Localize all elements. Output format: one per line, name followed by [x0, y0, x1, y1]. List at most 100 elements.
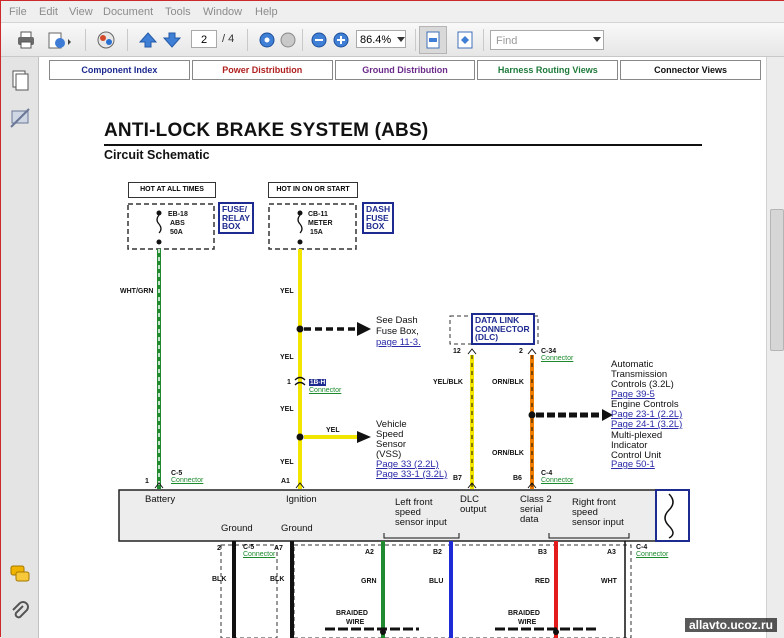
tab-power-distribution[interactable]: Power Distribution [191, 60, 333, 80]
connector-c34-link[interactable]: Connector [541, 355, 574, 362]
fuse1-bottom [156, 239, 162, 245]
wire-label-blk-1: BLK [212, 576, 227, 583]
braided-splice-left [380, 629, 386, 635]
comments-icon[interactable] [9, 563, 31, 585]
module-rf-line-2: speed [572, 507, 598, 518]
mic-page-link[interactable]: Page 50-1 [611, 459, 655, 470]
wire-label-blu: BLU [429, 578, 444, 585]
pin-b6: B6 [513, 475, 522, 482]
select-tool-icon[interactable] [256, 29, 278, 51]
fuse-relay-box-label: FUSE/ RELAY BOX [218, 202, 254, 234]
pin-a3: A3 [607, 549, 616, 556]
atc-line-3: Controls (3.2L) [611, 379, 674, 390]
tab-harness-routing-views[interactable]: Harness Routing Views [477, 60, 619, 80]
document-page: Component Index Power Distribution Groun… [39, 57, 766, 638]
pin-b3: B3 [538, 549, 547, 556]
menu-window[interactable]: Window [203, 6, 243, 18]
hand-tool-icon[interactable] [277, 29, 299, 51]
braided-label-left-2: WIRE [346, 619, 365, 626]
connector-1bh-link[interactable]: Connector [309, 387, 342, 394]
see-dash-page-link[interactable]: page 11-3. [376, 337, 421, 348]
splice-2 [296, 433, 304, 441]
zoom-out-icon[interactable] [308, 29, 330, 51]
tab-component-index[interactable]: Component Index [49, 60, 190, 80]
pages-icon[interactable] [9, 69, 31, 91]
wire-label-blk-2: BLK [270, 576, 285, 583]
data-link-connector-label: DATA LINK CONNECTOR (DLC) [471, 313, 535, 345]
pin-a2: A2 [365, 549, 374, 556]
pin-a1: A1 [281, 478, 290, 485]
page-number-input[interactable]: 2 [191, 30, 217, 48]
see-dash-text-2: Fuse Box, [376, 326, 419, 337]
wire-label-yel-vss: YEL [326, 427, 340, 434]
mic-line-2: Indicator [611, 440, 648, 451]
page-title: ANTI-LOCK BRAKE SYSTEM (ABS) [104, 120, 429, 141]
find-dropdown-chevron-down-icon[interactable] [591, 29, 603, 51]
fuse2-top [297, 210, 303, 216]
connector-c34-id: C-34 [541, 348, 557, 355]
pin-b2: B2 [433, 549, 442, 556]
module-lf-line-1: Left front [395, 497, 433, 508]
atc-line-2: Transmission [611, 369, 668, 380]
fuse2-name: METER [308, 220, 333, 227]
connector-c5-link-lower[interactable]: Connector [243, 551, 276, 558]
paperclip-icon[interactable] [9, 601, 31, 623]
connector-c4-link-lower[interactable]: Connector [636, 551, 669, 558]
menu-edit[interactable]: Edit [39, 6, 58, 18]
fuse-box-2 [268, 203, 357, 250]
fuse1-element [156, 214, 162, 234]
connector-c5-id-lower: C-5 [243, 544, 255, 551]
braided-splice-right [553, 629, 559, 635]
dash-fuse-box-label: DASH FUSE BOX [362, 202, 394, 234]
pin-2-upper: 2 [519, 348, 523, 355]
menu-view[interactable]: View [69, 6, 93, 18]
connector-c4-id-lower: C-4 [636, 544, 648, 551]
zoom-level-field[interactable]: 86.4% [356, 30, 406, 48]
share-icon[interactable] [45, 29, 75, 51]
menu-file[interactable]: File [9, 6, 27, 18]
tab-ground-distribution[interactable]: Ground Distribution [334, 60, 476, 80]
prev-page-icon[interactable] [137, 29, 159, 51]
pin-1-1bh: 1 [287, 379, 291, 386]
wire-label-yel-1: YEL [280, 288, 294, 295]
attachments-disabled-icon[interactable] [9, 107, 31, 129]
zoom-in-icon[interactable] [330, 29, 352, 51]
ec-page-23-1-link[interactable]: Page 23-1 (2.2L) [611, 409, 683, 420]
module-ground-label-1: Ground [221, 523, 253, 534]
menu-document[interactable]: Document [103, 6, 154, 18]
find-input[interactable]: Find [490, 30, 604, 50]
splice-3 [528, 411, 536, 419]
connector-c4-link-upper[interactable]: Connector [541, 477, 574, 484]
wire-label-ornblk-1: ORN/BLK [492, 379, 524, 386]
vss-page-33-1-link[interactable]: Page 33-1 (3.2L) [376, 469, 448, 480]
menu-help[interactable]: Help [255, 6, 278, 18]
module-class2-line-1: Class 2 [520, 494, 552, 505]
arrow-vss-head [357, 431, 371, 443]
fit-page-icon[interactable] [419, 26, 447, 54]
scrollbar-thumb[interactable] [770, 209, 784, 351]
next-page-icon[interactable] [161, 29, 183, 51]
braided-label-right-1: BRAIDED [508, 610, 540, 617]
vss-page-33-link[interactable]: Page 33 (2.2L) [376, 459, 439, 470]
fuse2-id: CB-11 [308, 211, 328, 218]
vertical-scrollbar[interactable] [766, 57, 784, 638]
schematic-wiring [118, 203, 690, 638]
menu-tools[interactable]: Tools [165, 6, 191, 18]
mic-line-1: Multi-plexed [611, 430, 663, 441]
vss-line-4: (VSS) [376, 449, 402, 460]
zoom-dropdown-chevron-down-icon[interactable] [395, 29, 407, 51]
collaborate-icon[interactable] [95, 29, 117, 51]
connector-c5-link-upper[interactable]: Connector [171, 477, 204, 484]
print-icon[interactable] [15, 29, 37, 51]
tab-connector-views[interactable]: Connector Views [620, 60, 761, 80]
ec-page-24-1-link[interactable]: Page 24-1 (3.2L) [611, 419, 683, 430]
fit-width-icon[interactable] [454, 29, 476, 51]
navigation-sidebar [1, 57, 39, 638]
module-rf-line-3: sensor input [572, 517, 624, 528]
atc-page-link[interactable]: Page 39-5 [611, 389, 655, 400]
fuse2-bottom [297, 239, 303, 245]
document-nav-bar: Component Index Power Distribution Groun… [49, 60, 761, 80]
pin-a7: A7 [274, 545, 283, 552]
toolbar: 2 / 4 86.4% Find [1, 23, 784, 57]
module-rf-line-1: Right front [572, 497, 616, 508]
